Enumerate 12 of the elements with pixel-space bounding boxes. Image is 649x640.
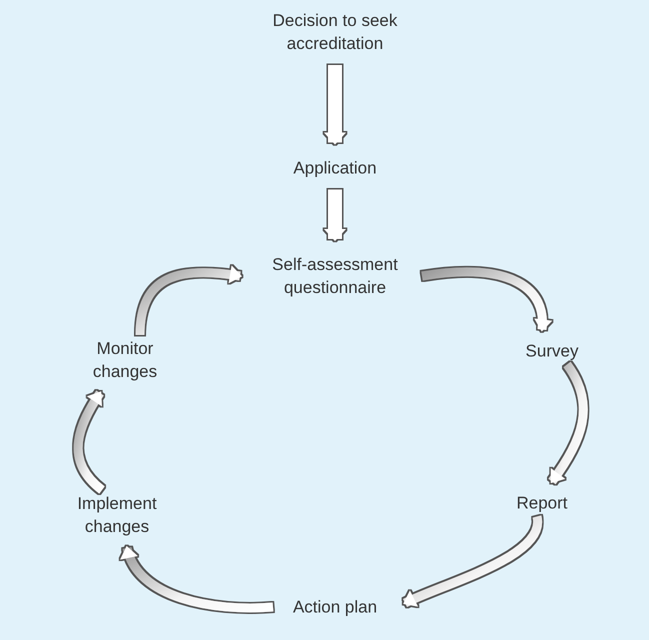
step-label: Action plan [275, 596, 395, 618]
step-label: Monitor changes [70, 337, 180, 383]
step-label: Self-assessment questionnaire [250, 253, 420, 299]
curved-arrow [421, 267, 552, 332]
curved-arrow [122, 546, 274, 612]
step-label: Implement changes [57, 492, 177, 538]
block-arrow [324, 65, 346, 144]
step-label: Application [275, 156, 395, 180]
step-label: Report [502, 492, 582, 514]
step-label: Decision to seek accreditation [250, 9, 420, 55]
step-label: Survey [512, 340, 592, 362]
block-arrow [324, 190, 346, 241]
